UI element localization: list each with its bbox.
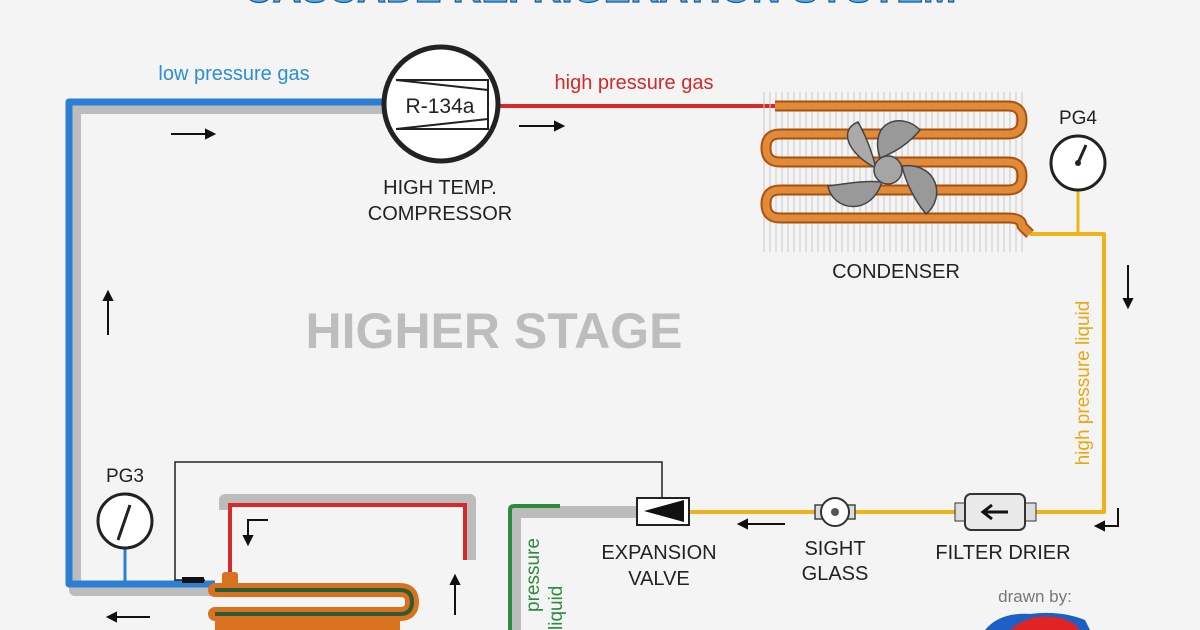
stage-label: HIGHER STAGE <box>306 303 683 359</box>
condenser-label: CONDENSER <box>832 261 960 283</box>
low-pressure-gas-pipe <box>65 98 385 588</box>
arrow-left-icon <box>105 611 150 623</box>
expansion-valve-label-line2: VALVE <box>628 568 690 590</box>
high-pressure-liquid-label: high pressure liquid <box>1073 301 1094 466</box>
sight-glass-label-line1: SIGHT <box>804 538 865 560</box>
pg4-gauge-icon <box>1049 134 1107 192</box>
author-logo <box>985 612 1090 630</box>
cascade-heat-exchanger <box>208 503 467 630</box>
arrow-turn-icon <box>1093 508 1119 532</box>
arrow-up-icon <box>102 289 114 335</box>
sight-glass-label-line2: GLASS <box>802 563 869 585</box>
low-stage-liquid-pipe <box>508 504 560 630</box>
arrow-right-icon <box>171 128 217 140</box>
high-pressure-gas-label: high pressure gas <box>555 72 714 94</box>
compressor-label-line2: COMPRESSOR <box>368 203 512 225</box>
pressure-liquid-label-line2: liquid <box>546 586 567 630</box>
pg4-label: PG4 <box>1059 108 1097 129</box>
pg3-label: PG3 <box>106 466 144 487</box>
compressor-icon <box>381 44 501 164</box>
filter-drier-icon <box>954 493 1037 531</box>
pressure-liquid-label-line1: pressure <box>523 538 544 612</box>
arrow-turn-icon <box>242 519 268 547</box>
low-pressure-gas-label: low pressure gas <box>158 63 309 85</box>
arrow-down-icon <box>1122 265 1134 310</box>
arrow-left-icon <box>736 518 785 530</box>
sight-glass-icon <box>814 497 856 527</box>
arrow-right-icon <box>519 120 566 132</box>
filter-drier-label: FILTER DRIER <box>935 542 1070 564</box>
flow-arrows <box>102 120 1134 623</box>
expansion-valve-label-line1: EXPANSION <box>601 542 716 564</box>
credit-label: drawn by: <box>998 587 1072 606</box>
expansion-valve-icon <box>636 497 690 526</box>
arrow-up-icon <box>449 573 461 615</box>
pg3-gauge-icon <box>96 492 154 550</box>
compressor-label-line1: HIGH TEMP. <box>383 177 497 199</box>
sensing-bulb <box>182 577 204 583</box>
fan-icon <box>827 120 938 216</box>
condenser <box>760 92 1034 252</box>
diagram-title: CASCADE REFRIGERATION SYSTEM <box>244 0 957 11</box>
compressor-refrigerant-label: R-134a <box>406 95 475 118</box>
pipe-shadows <box>69 102 640 630</box>
